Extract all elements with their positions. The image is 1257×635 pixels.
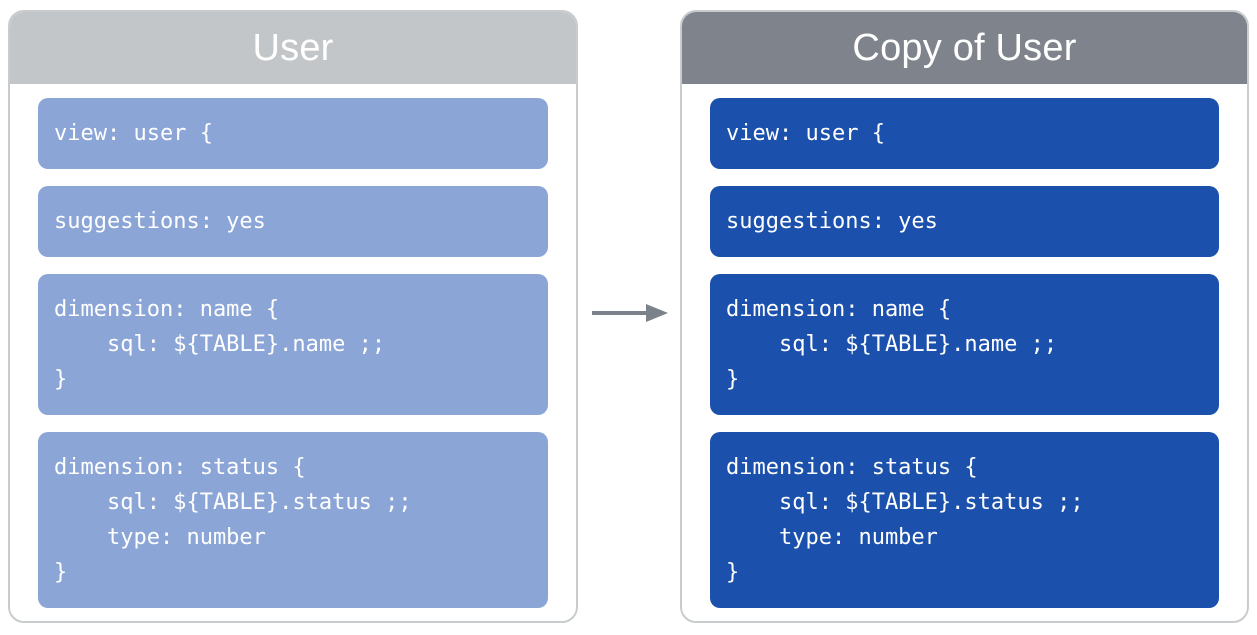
panel-copy-body: view: user { suggestions: yes dimension:… [682,84,1247,621]
copy-arrow-icon [592,304,668,322]
code-block-dimension-status: dimension: status { sql: ${TABLE}.status… [38,432,548,608]
code-block-dimension-status: dimension: status { sql: ${TABLE}.status… [710,432,1219,608]
panel-source-title: User [10,12,576,84]
code-block-suggestions: suggestions: yes [710,186,1219,257]
code-block-suggestions: suggestions: yes [38,186,548,257]
code-block-dimension-name: dimension: name { sql: ${TABLE}.name ;; … [38,274,548,415]
panel-copy-title: Copy of User [682,12,1247,84]
panel-source-view: User view: user { suggestions: yes dimen… [8,10,578,623]
code-block-view-declaration: view: user { [710,98,1219,169]
code-block-dimension-name: dimension: name { sql: ${TABLE}.name ;; … [710,274,1219,415]
code-block-view-declaration: view: user { [38,98,548,169]
panel-copy-view: Copy of User view: user { suggestions: y… [680,10,1249,623]
panel-source-body: view: user { suggestions: yes dimension:… [10,84,576,621]
